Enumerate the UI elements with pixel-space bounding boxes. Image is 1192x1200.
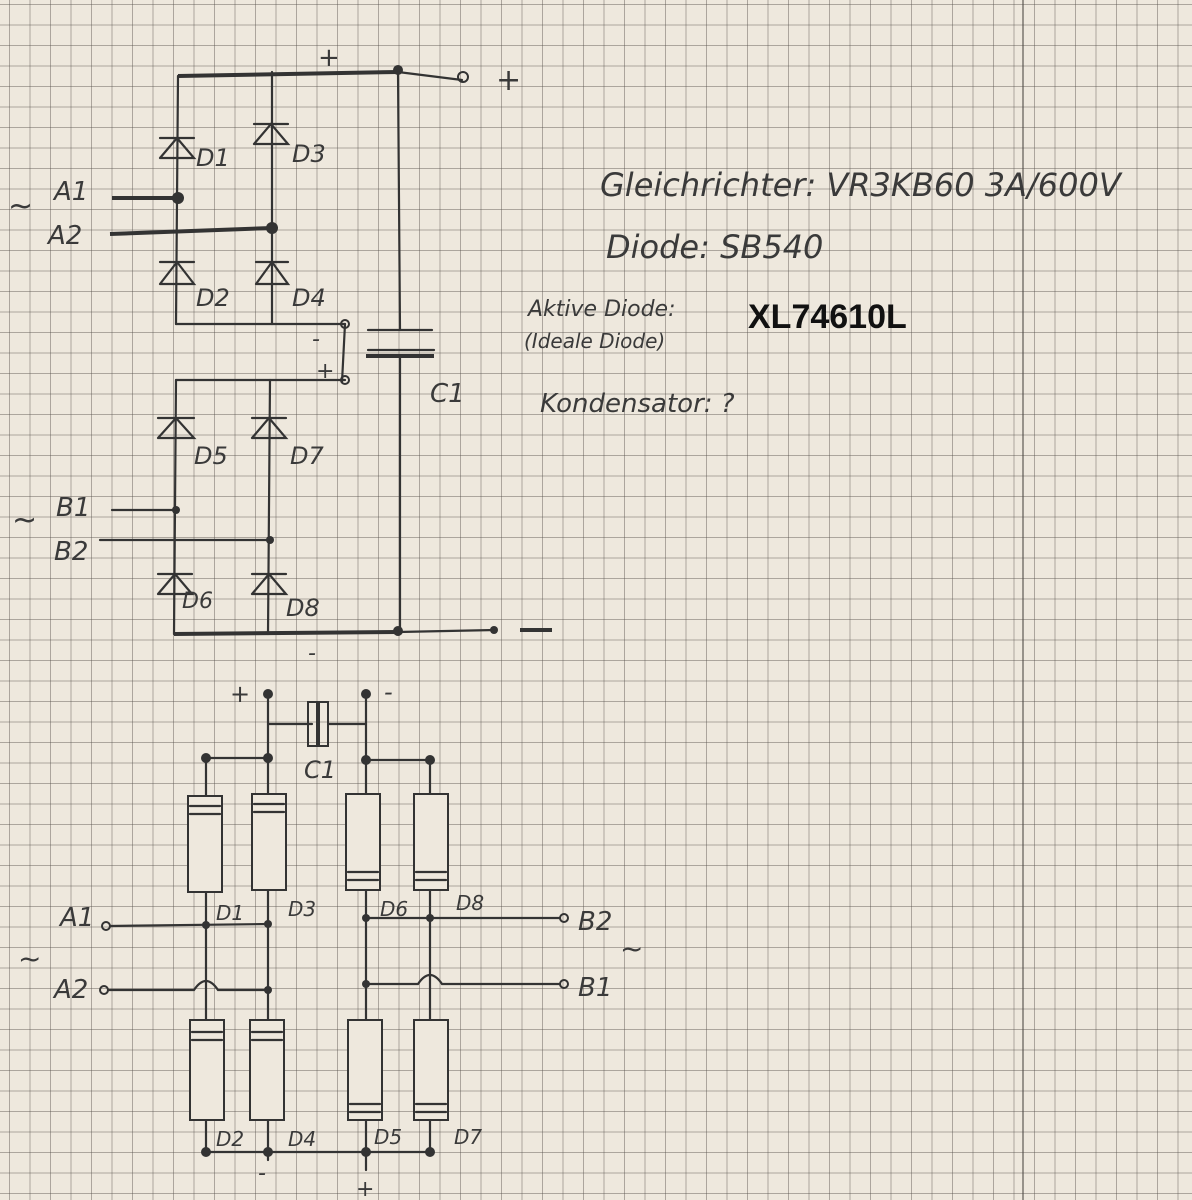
capacitor-c1-label: C1: [430, 379, 465, 409]
margin-line: [1022, 0, 1024, 1200]
lower-d3-label: D3: [288, 897, 316, 921]
input-b2-label: B2: [54, 537, 88, 567]
lower-b1-label: B1: [578, 973, 612, 1003]
lower-d2-label: D2: [216, 1127, 244, 1151]
plus-lower-label: +: [230, 680, 250, 708]
lower-d4-label: D4: [288, 1127, 316, 1151]
lower-d1-label: D1: [216, 901, 244, 925]
diode-d6-label: D6: [182, 589, 213, 614]
lower-tilde-b-label: ~: [620, 932, 643, 965]
lower-d7-label: D7: [454, 1125, 482, 1149]
plus-top-label: +: [318, 43, 340, 73]
note-active-diode-label: Aktive Diode:: [526, 297, 676, 322]
lower-a2-label: A2: [52, 975, 88, 1005]
tilde-b-label: ~: [12, 503, 37, 538]
lower-a1-label: A1: [58, 903, 94, 933]
tilde-a-label: ~: [8, 189, 33, 224]
note-active-diode-value: XL74610L: [748, 298, 907, 336]
diode-d3-symbol: [252, 122, 291, 146]
minus-mid-label: -: [312, 327, 320, 352]
input-a2-label: A2: [46, 221, 82, 251]
diode-d3-label: D3: [292, 140, 326, 168]
plus-lower-bottom-label: +: [356, 1177, 374, 1200]
note-capacitor: Kondensator: ?: [540, 389, 735, 419]
lower-tilde-a-label: ~: [18, 942, 41, 975]
plus-mid-label: +: [316, 359, 334, 384]
note-diode: Diode: SB540: [606, 228, 823, 266]
minus-lower-bottom-label: -: [258, 1161, 266, 1186]
lower-d6-label: D6: [380, 897, 408, 921]
diode-d2-label: D2: [196, 284, 230, 312]
upper-schematic: [98, 65, 552, 636]
input-b1-label: B1: [56, 493, 90, 523]
diode-d8-symbol: [250, 572, 289, 596]
diode-d7-label: D7: [290, 442, 324, 470]
lower-b2-label: B2: [578, 907, 612, 937]
diode-d2-symbol: [158, 260, 197, 286]
input-a1-label: A1: [52, 177, 88, 207]
minus-lower-label: -: [384, 678, 393, 706]
plus-output-label: +: [496, 63, 521, 98]
diode-d8-label: D8: [286, 594, 320, 622]
diode-d5-label: D5: [194, 442, 228, 470]
diode-d5-symbol: [156, 416, 197, 440]
lower-d5-label: D5: [374, 1125, 402, 1149]
minus-bottom-label: -: [308, 641, 316, 666]
diode-d7-symbol: [250, 416, 289, 440]
lower-d8-label: D8: [456, 891, 484, 915]
diode-d6-symbol: [156, 572, 195, 596]
note-active-diode-sub: (Ideale Diode): [524, 329, 665, 353]
lower-layout: [99, 689, 569, 1172]
diode-d4-symbol: [254, 260, 291, 286]
diode-d4-label: D4: [292, 284, 326, 312]
diode-d1-symbol: [158, 136, 197, 160]
note-rectifier: Gleichrichter: VR3KB60 3A/600V: [600, 166, 1123, 204]
diode-d1-label: D1: [196, 144, 230, 172]
capacitor-lower-label: C1: [304, 756, 336, 784]
